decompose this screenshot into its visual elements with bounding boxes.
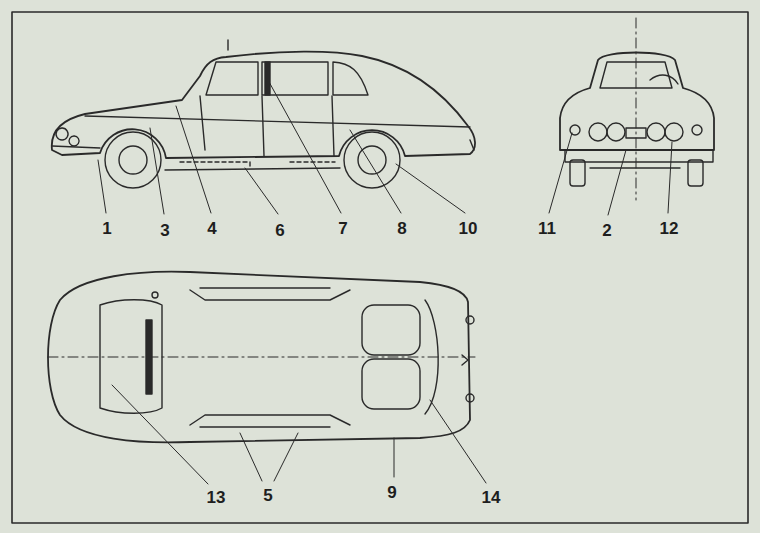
callout-number: 11 xyxy=(538,220,556,237)
callout-number: 7 xyxy=(338,220,347,237)
callout-number: 4 xyxy=(207,220,216,237)
frame xyxy=(12,12,748,523)
callout-number: 14 xyxy=(482,489,501,506)
leader-lines xyxy=(98,80,672,484)
callout-number: 1 xyxy=(102,220,111,237)
callout-number: 13 xyxy=(207,489,226,506)
front-view xyxy=(560,18,714,200)
callout-number: 9 xyxy=(387,484,396,501)
callout-number: 6 xyxy=(275,222,284,239)
callout-number: 10 xyxy=(459,220,478,237)
callout-number: 3 xyxy=(160,222,169,239)
side-view xyxy=(52,40,475,188)
callout-number: 12 xyxy=(660,220,679,237)
callout-number: 5 xyxy=(263,487,272,504)
top-view xyxy=(48,272,475,443)
callout-number: 8 xyxy=(397,220,406,237)
callout-number: 2 xyxy=(602,222,611,239)
